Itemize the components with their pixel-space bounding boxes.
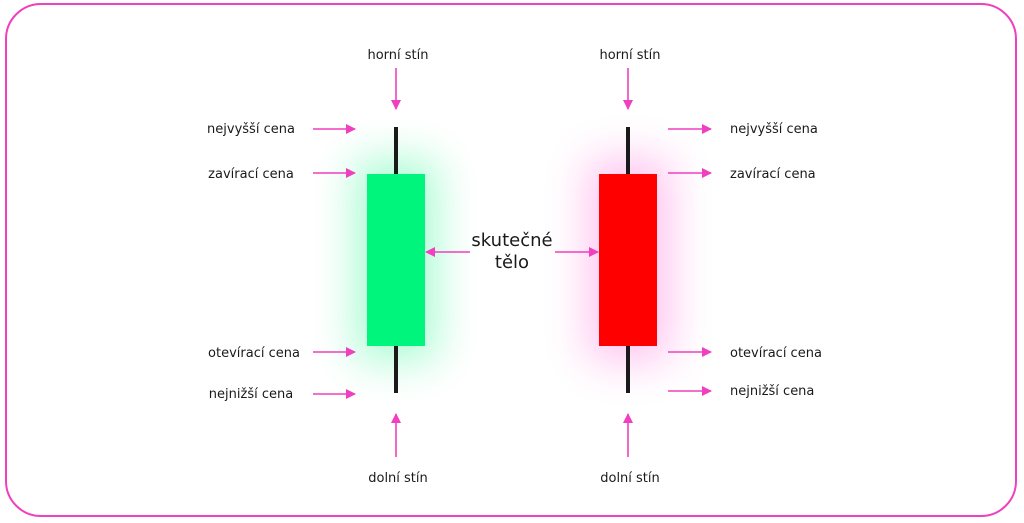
diagram-frame xyxy=(5,3,1017,517)
bullish-body xyxy=(367,174,425,346)
right-lower-shadow-label: dolní stín xyxy=(600,471,660,486)
right-open-label: otevírací cena xyxy=(730,346,822,361)
left-lower-shadow-label: dolní stín xyxy=(368,471,428,486)
left-upper-shadow-label: horní stín xyxy=(367,48,428,63)
left-low-label: nejnižší cena xyxy=(209,387,293,402)
left-close-label: zavírací cena xyxy=(208,167,294,182)
right-high-label: nejvyšší cena xyxy=(730,122,818,137)
bearish-body xyxy=(599,174,657,346)
left-high-label: nejvyšší cena xyxy=(207,122,295,137)
real-body-label-line2: tělo xyxy=(495,252,529,273)
left-open-label: otevírací cena xyxy=(208,346,300,361)
right-low-label: nejnižší cena xyxy=(730,384,814,399)
real-body-label-line1: skutečné xyxy=(471,230,552,251)
right-upper-shadow-label: horní stín xyxy=(599,48,660,63)
right-close-label: zavírací cena xyxy=(730,167,816,182)
